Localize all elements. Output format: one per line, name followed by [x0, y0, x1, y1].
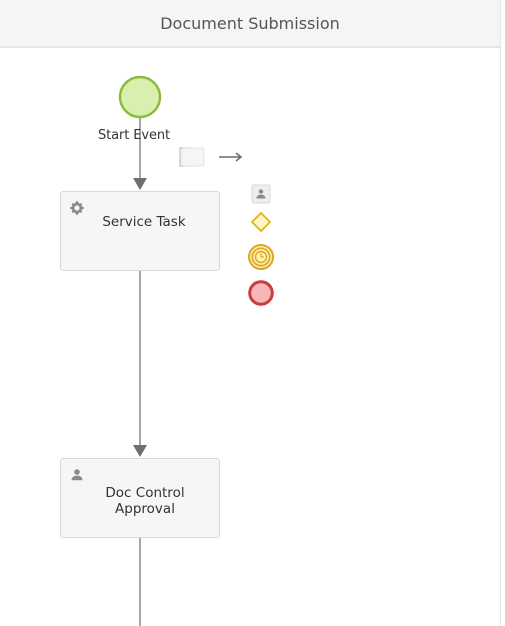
context-tools: [178, 146, 254, 168]
quick-add-palette: [246, 182, 276, 312]
annotation-icon[interactable]: [178, 146, 208, 168]
start-event-circle[interactable]: [118, 75, 162, 119]
process-title-bar: Document Submission: [0, 0, 500, 48]
start-event-label: Start Event: [98, 128, 171, 143]
canvas-right-edge: [500, 0, 505, 626]
arrow-right-icon[interactable]: [216, 146, 246, 168]
service-task-label: Service Task: [102, 214, 186, 230]
gear-icon: [69, 200, 85, 216]
user-icon: [69, 467, 85, 483]
doc-control-approval-task-node[interactable]: Doc Control Approval: [60, 458, 220, 538]
doc-control-approval-label: Doc Control Approval: [105, 485, 185, 517]
user-icon[interactable]: [246, 182, 276, 206]
timer-icon[interactable]: [246, 242, 276, 272]
sequence-flow-arrowhead: [133, 178, 147, 190]
process-title: Document Submission: [160, 13, 340, 33]
end-event-icon[interactable]: [246, 278, 276, 308]
sequence-flow-arrowhead: [133, 445, 147, 457]
diamond-icon[interactable]: [246, 210, 276, 234]
service-task-node[interactable]: Service Task: [60, 191, 220, 271]
